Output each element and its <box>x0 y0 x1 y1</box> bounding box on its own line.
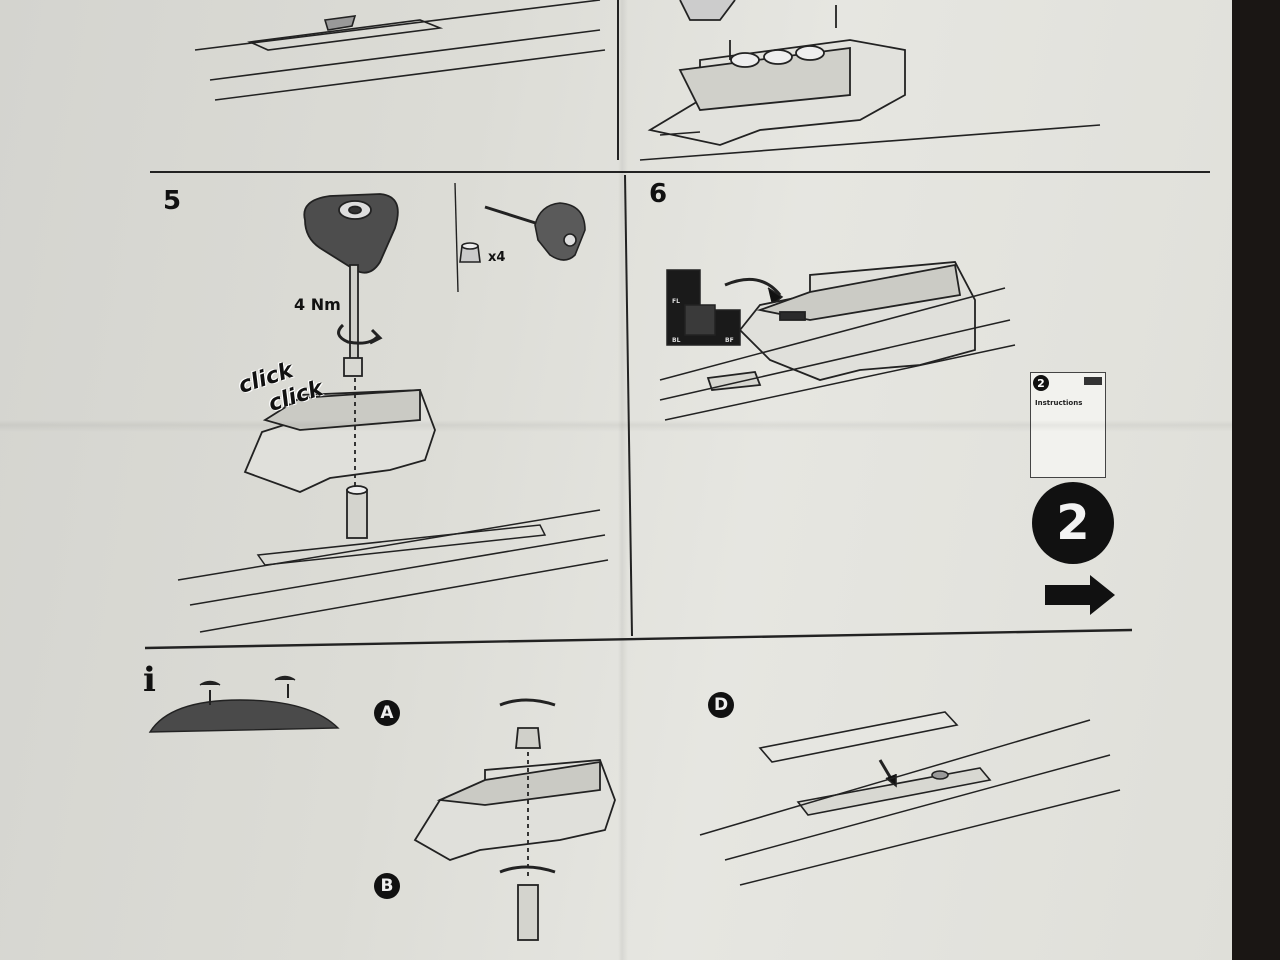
booklet-title: Instructions <box>1035 399 1083 407</box>
hex-key-illustration <box>303 193 399 377</box>
step6-foot-illustration <box>706 261 976 391</box>
top-foot-illustration <box>647 0 906 146</box>
torque-label: 4 Nm <box>294 295 341 314</box>
letter-d: D <box>708 692 734 718</box>
letter-a: A <box>374 700 400 726</box>
info-icon: i <box>143 660 156 700</box>
step-5-number: 5 <box>163 186 182 216</box>
step-6-number: 6 <box>649 179 668 209</box>
arrow-right-icon <box>1045 575 1115 615</box>
parts-illustration <box>459 202 586 263</box>
insert-diagram <box>666 269 784 346</box>
insert-label-bl: BL <box>672 337 681 344</box>
next-step-number: 2 <box>1032 482 1114 564</box>
booklet-number: 2 <box>1033 375 1049 391</box>
insert-label-bf: BF <box>725 337 734 344</box>
ab-foot-illustration <box>413 698 616 941</box>
parts-count: x4 <box>488 250 506 265</box>
next-booklet-icon: 2 Instructions <box>1030 372 1106 478</box>
d-cover-illustration <box>758 711 992 816</box>
sheet-linework <box>144 0 1210 941</box>
insert-label-fl: FL <box>672 298 680 305</box>
step5-foot-illustration <box>243 378 436 539</box>
roof-profile-illustration <box>148 675 340 733</box>
instruction-sheet: 5 6 4 Nm click click x4 FL BL BF 2 Instr… <box>0 0 1232 960</box>
booklet-tag <box>1084 377 1102 385</box>
letter-b: B <box>374 873 400 899</box>
